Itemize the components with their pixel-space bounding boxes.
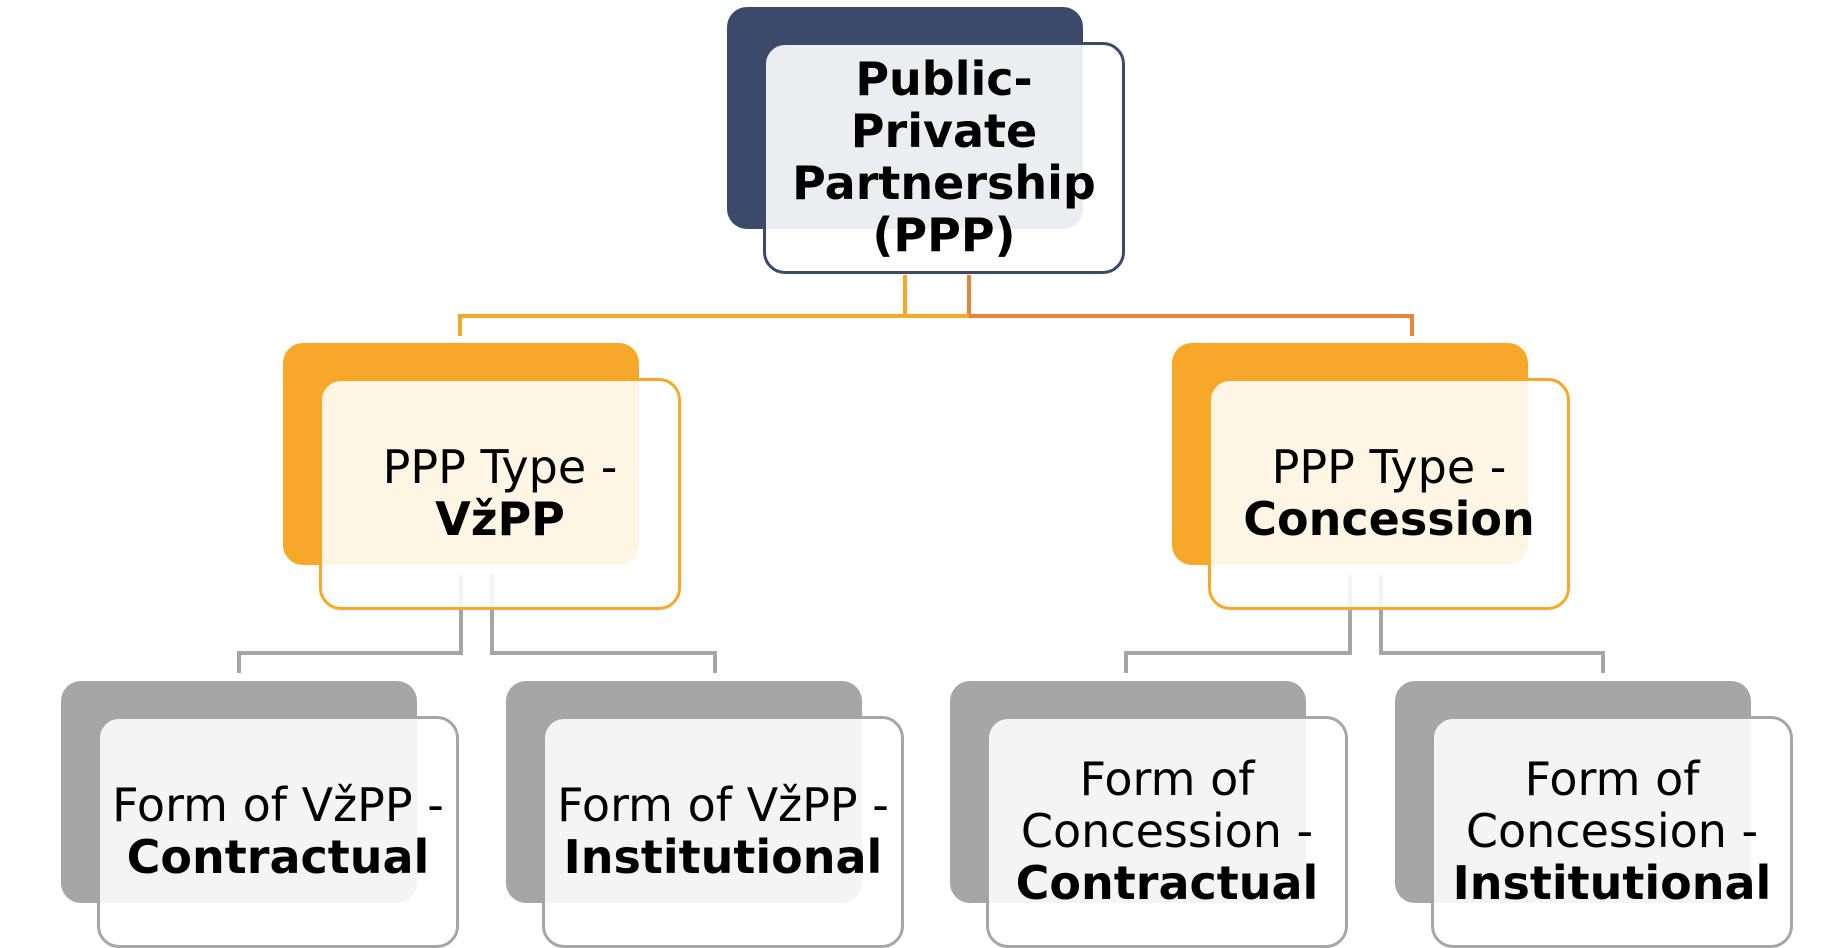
node-ppp-label: Public- Private Partnership (PPP) (763, 42, 1125, 274)
type-name: VžPP (435, 492, 565, 546)
form-name: Institutional (563, 830, 883, 884)
form-prefix: Form of VžPP - (557, 778, 889, 833)
connector-vzpp-to-contractual (237, 575, 463, 673)
node-form-vzpp-contractual-label: Form of VžPP - Contractual (97, 716, 459, 948)
form-name: Contractual (1015, 855, 1319, 910)
connector-concession-to-contractual (1124, 575, 1352, 673)
type-prefix: PPP Type - (382, 440, 618, 495)
form-prefix: Form of (1079, 752, 1255, 807)
type-prefix: PPP Type - (1271, 440, 1507, 495)
root-line-1: Public- (855, 52, 1033, 107)
form-prefix: Form of VžPP - (112, 778, 444, 833)
connector-root-to-vzpp (458, 275, 907, 336)
root-line-3: Partnership (792, 156, 1096, 210)
root-line-2: Private (850, 104, 1038, 159)
type-name: Concession (1243, 492, 1535, 546)
form-prefix-2: Concession - (1465, 804, 1759, 859)
form-prefix: Form of (1524, 752, 1700, 807)
connector-concession-to-institutional (1379, 575, 1605, 673)
form-name: Institutional (1452, 855, 1772, 910)
connector-vzpp-to-institutional (490, 575, 717, 673)
node-form-concession-contractual-label: Form of Concession - Contractual (986, 716, 1348, 948)
root-line-4: (PPP) (872, 207, 1016, 262)
node-type-concession-label: PPP Type - Concession (1208, 378, 1570, 610)
connector-root-to-concession (967, 275, 1414, 336)
node-form-vzpp-institutional-label: Form of VžPP - Institutional (542, 716, 904, 948)
form-prefix-2: Concession - (1020, 804, 1314, 859)
form-name: Contractual (126, 830, 430, 884)
node-form-concession-institutional-label: Form of Concession - Institutional (1431, 716, 1793, 948)
node-type-vzpp-label: PPP Type - VžPP (319, 378, 681, 610)
